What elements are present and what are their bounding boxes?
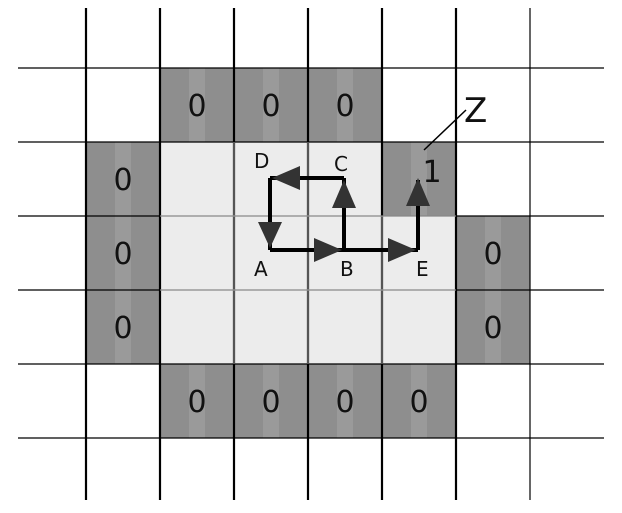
cell-texture xyxy=(337,364,353,438)
cell-texture xyxy=(189,68,205,142)
arrowhead-b-to-e xyxy=(388,238,416,262)
cell-value-3-6: 0 xyxy=(483,237,502,272)
grid-cell-interior xyxy=(382,290,456,364)
grid-cell-interior xyxy=(160,142,234,216)
arrowhead-d-to-a xyxy=(258,222,282,248)
point-label-d: D xyxy=(254,149,269,173)
point-label-a: A xyxy=(254,257,268,281)
cell-value-2-5: 1 xyxy=(422,155,441,190)
cell-texture xyxy=(115,142,131,216)
cell-texture xyxy=(337,68,353,142)
arrowhead-b-to-c xyxy=(332,180,356,208)
point-label-c: C xyxy=(334,152,348,176)
grid-cells xyxy=(86,68,530,438)
grid-lines xyxy=(18,8,604,500)
cell-value-4-1: 0 xyxy=(113,311,132,346)
cell-texture xyxy=(115,290,131,364)
callout-label-z: Z xyxy=(464,91,487,131)
cell-texture xyxy=(485,216,501,290)
cell-texture xyxy=(263,68,279,142)
grid-cell-interior xyxy=(308,290,382,364)
cell-values: 0 0 0 0 1 0 0 0 0 0 0 0 0 xyxy=(113,89,502,420)
cell-value-1-4: 0 xyxy=(335,89,354,124)
cell-texture xyxy=(189,364,205,438)
cell-value-1-3: 0 xyxy=(261,89,280,124)
cell-texture xyxy=(263,364,279,438)
arrowheads xyxy=(258,166,430,262)
grid-cell-interior xyxy=(160,290,234,364)
grid-cell-interior xyxy=(234,290,308,364)
cell-value-2-1: 0 xyxy=(113,163,132,198)
point-label-e: E xyxy=(416,257,429,281)
cell-texture xyxy=(115,216,131,290)
cell-value-3-1: 0 xyxy=(113,237,132,272)
arrowhead-c-to-d xyxy=(272,166,300,190)
cell-value-5-5: 0 xyxy=(409,385,428,420)
point-label-b: B xyxy=(340,257,354,281)
cell-value-5-4: 0 xyxy=(335,385,354,420)
cell-texture xyxy=(485,290,501,364)
callout-leader-line xyxy=(423,109,467,151)
grid-cell-interior xyxy=(160,216,234,290)
arrowhead-a-to-b xyxy=(314,238,342,262)
cell-value-5-2: 0 xyxy=(187,385,206,420)
cell-value-1-2: 0 xyxy=(187,89,206,124)
cell-value-4-6: 0 xyxy=(483,311,502,346)
cell-texture xyxy=(411,364,427,438)
cell-value-5-3: 0 xyxy=(261,385,280,420)
arrowhead-e-up xyxy=(406,178,430,206)
